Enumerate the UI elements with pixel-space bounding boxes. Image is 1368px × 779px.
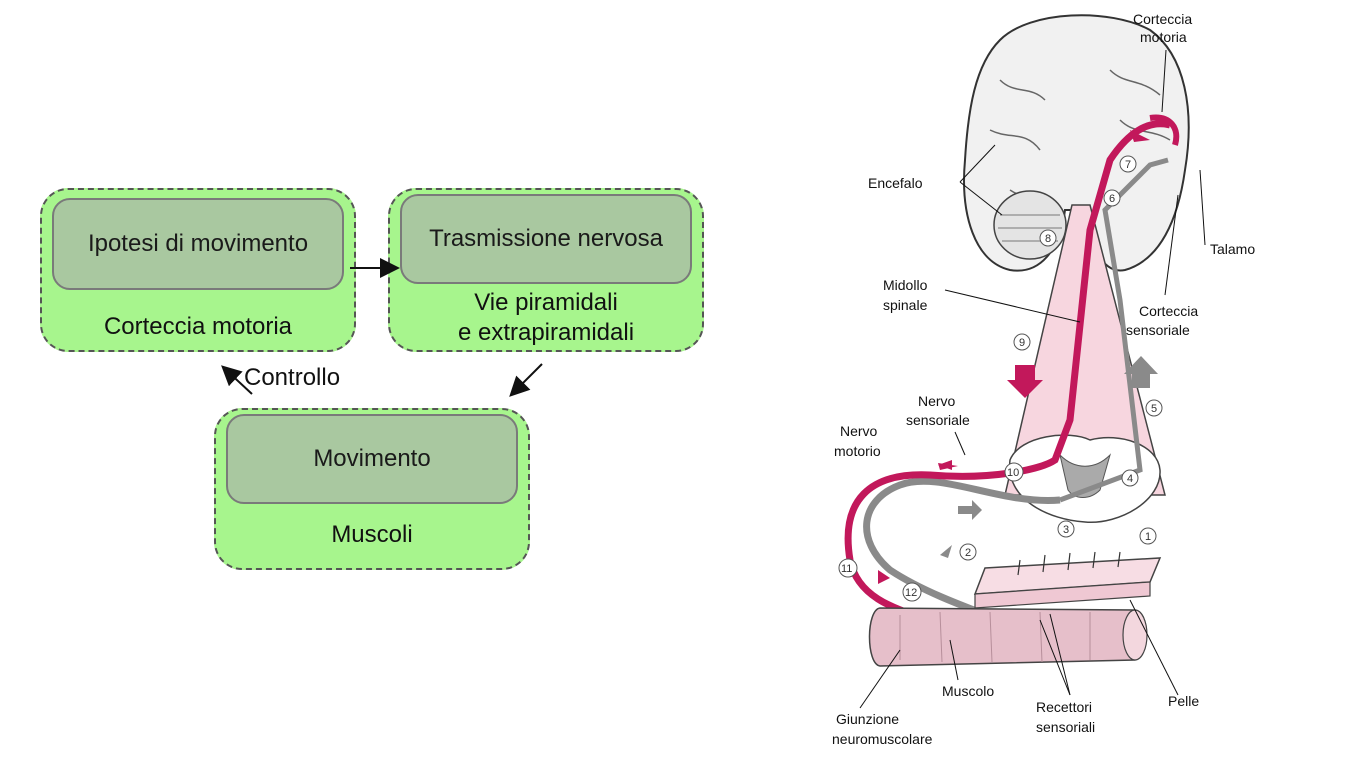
control-label: Controllo xyxy=(244,364,341,391)
step-1: 1 xyxy=(1145,531,1151,543)
arrow-control-feedback xyxy=(221,365,253,395)
label-motor-cortex-2: motoria xyxy=(1140,29,1187,45)
step-10: 10 xyxy=(1007,467,1019,479)
movement-hypothesis-box: Ipotesi di movimento xyxy=(52,198,344,290)
step-8: 8 xyxy=(1045,233,1051,245)
muscles-caption: Muscoli xyxy=(331,521,413,548)
motor-descending-arrow xyxy=(1007,365,1043,398)
label-skin: Pelle xyxy=(1168,693,1199,709)
label-sensory-nerve-1: Nervo xyxy=(918,393,956,409)
sensory-pathway xyxy=(863,477,1061,629)
label-muscle: Muscolo xyxy=(942,683,994,699)
motor-cortex-caption: Corteccia motoria xyxy=(103,313,293,340)
label-motor-nerve-1: Nervo xyxy=(840,423,878,439)
step-11: 11 xyxy=(841,563,852,575)
label-sensory-nerve-2: sensoriale xyxy=(906,412,970,428)
movement-label: Movimento xyxy=(313,445,431,472)
step-4: 4 xyxy=(1127,473,1133,485)
label-junction-1: Giunzione xyxy=(836,711,899,727)
motor-pathway xyxy=(844,120,1171,624)
leader-lines xyxy=(859,49,1206,709)
nerve-transmission-box: Trasmissione nervosa xyxy=(400,194,692,284)
label-junction-2: neuromuscolare xyxy=(832,731,933,747)
arrow-to-muscles xyxy=(509,363,543,397)
label-spinal-cord-1: Midollo xyxy=(883,277,928,293)
movement-box: Movimento xyxy=(226,414,518,504)
label-motor-nerve-2: motorio xyxy=(834,443,881,459)
step-3: 3 xyxy=(1063,524,1069,536)
step-2: 2 xyxy=(965,547,971,559)
label-sensory-cortex-2: sensoriale xyxy=(1126,322,1190,338)
label-sensory-cortex-1: Corteccia xyxy=(1139,303,1198,319)
step-markers: 1 2 3 4 5 6 7 8 9 10 11 12 xyxy=(838,155,1163,602)
step-7: 7 xyxy=(1125,159,1131,171)
nerve-transmission-label: Trasmissione nervosa xyxy=(429,225,663,252)
spinal-cord-shape xyxy=(1004,204,1166,496)
label-spinal-cord-2: spinale xyxy=(883,297,928,313)
pathways-caption-line2: e extrapiramidali xyxy=(457,319,635,346)
label-thalamus: Talamo xyxy=(1210,241,1255,257)
movement-hypothesis-label: Ipotesi di movimento xyxy=(87,230,309,257)
step-5: 5 xyxy=(1151,403,1157,415)
muscle-cylinder xyxy=(868,607,1148,667)
step-9: 9 xyxy=(1019,337,1025,349)
skin-block xyxy=(973,551,1162,609)
label-receptors-2: sensoriali xyxy=(1036,719,1095,735)
sensory-ascending-arrow xyxy=(1124,356,1158,388)
step-12: 12 xyxy=(905,587,917,599)
step-6: 6 xyxy=(1109,193,1115,205)
pathways-caption-line1: Vie piramidali xyxy=(474,289,618,316)
label-encephalon: Encefalo xyxy=(868,175,923,191)
label-motor-cortex-1: Corteccia xyxy=(1133,11,1192,27)
label-receptors-1: Recettori xyxy=(1036,699,1092,715)
